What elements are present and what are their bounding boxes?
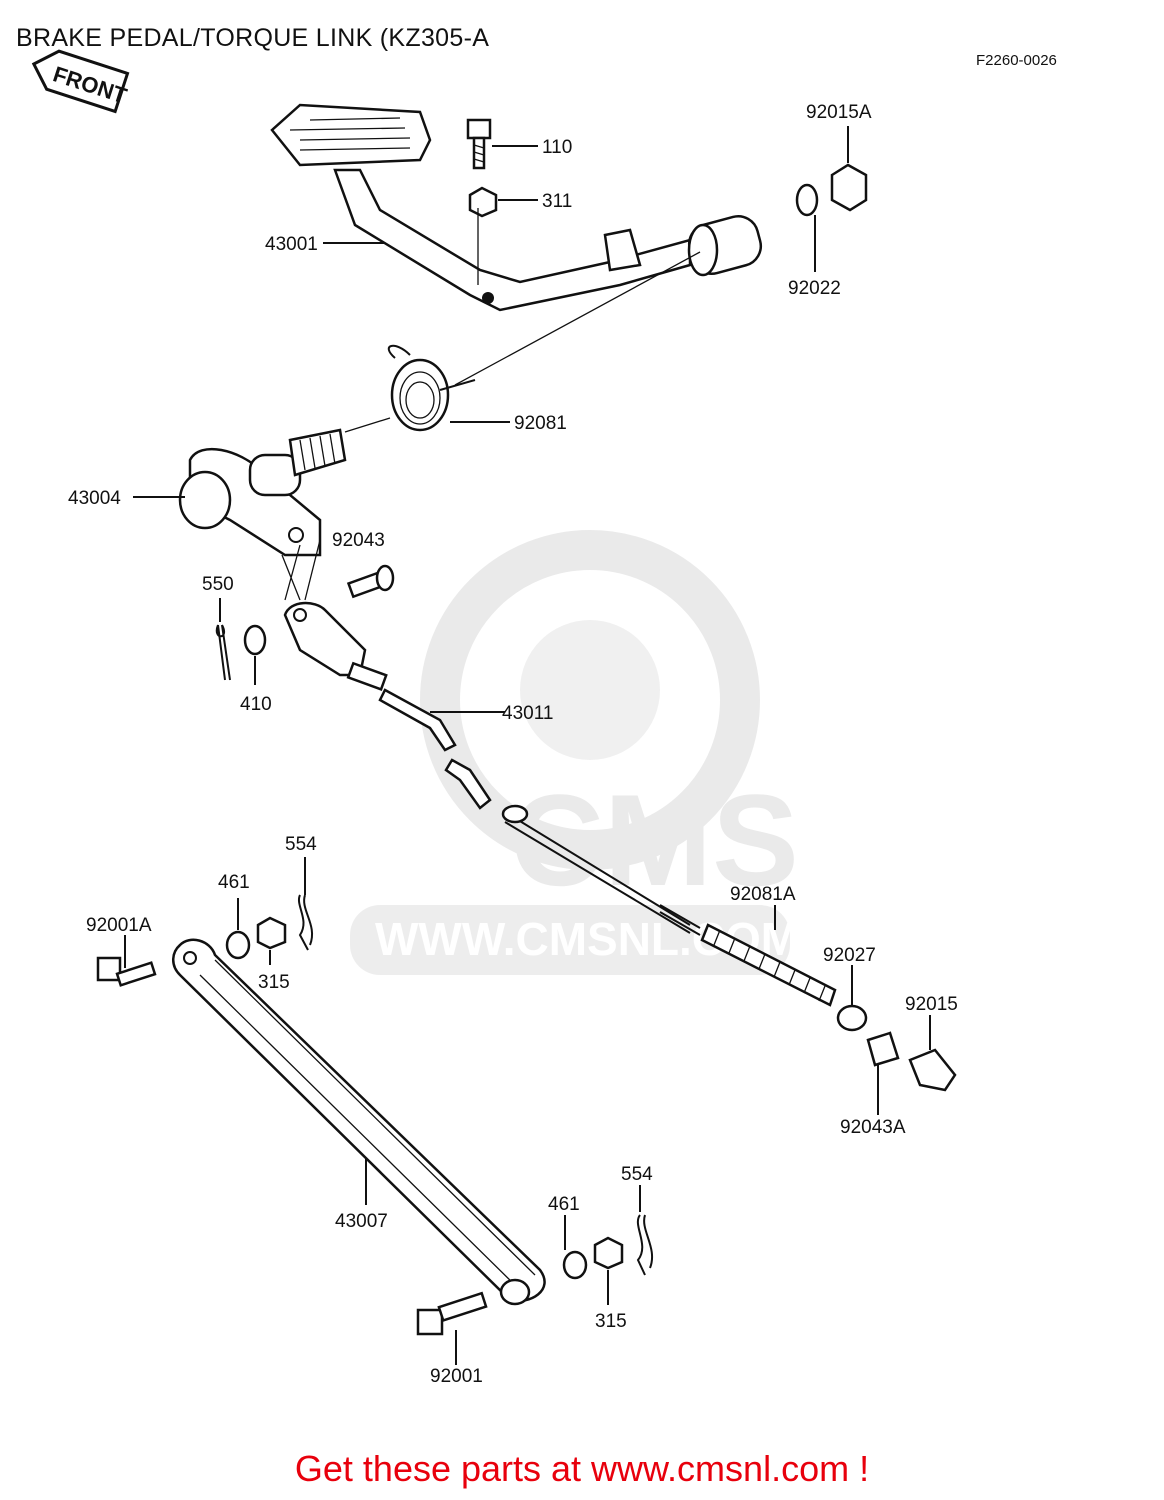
- spring-92081-icon: [387, 344, 476, 432]
- label-92043a: 92043A: [840, 1117, 906, 1138]
- label-43007: 43007: [335, 1211, 388, 1232]
- label-461-lower: 461: [548, 1194, 580, 1215]
- label-554-lower: 554: [621, 1164, 653, 1185]
- label-43004: 43004: [68, 488, 121, 509]
- label-43001: 43001: [265, 234, 318, 255]
- watermark-logo: CMS WWW.CMSNL.COM: [350, 530, 799, 975]
- label-311: 311: [542, 191, 572, 212]
- label-315-lower: 315: [595, 1311, 627, 1332]
- label-92022: 92022: [788, 278, 841, 299]
- figure-code: F2260-0026: [976, 52, 1057, 69]
- label-554-upper: 554: [285, 834, 317, 855]
- label-92001: 92001: [430, 1366, 483, 1387]
- spring-92081a-icon: [700, 923, 837, 1007]
- cotter-pin-550-icon: [215, 624, 231, 681]
- washer-410-icon: [243, 624, 267, 656]
- brake-rod: [378, 688, 701, 936]
- washer-92022-icon: [795, 183, 819, 217]
- nut-92015a-icon: [830, 163, 868, 212]
- label-92001a: 92001A: [86, 915, 152, 936]
- washer-92027-icon: [836, 1004, 868, 1032]
- nut-315b-icon: [593, 1236, 624, 1270]
- diagram-title: BRAKE PEDAL/TORQUE LINK (KZ305-A: [16, 24, 490, 52]
- label-43011: 43011: [502, 703, 553, 724]
- brake-pedal: [270, 103, 763, 312]
- footer-cta-link[interactable]: Get these parts at www.cmsnl.com !: [294, 1448, 870, 1489]
- bolt-92001-icon: [416, 1291, 488, 1336]
- label-92081a: 92081A: [730, 884, 796, 905]
- pin-92043-icon: [346, 564, 395, 599]
- bolt-110-icon: [466, 118, 492, 170]
- part-labels: 110 311 92015A 92022 43001 92081 43004 9…: [68, 102, 958, 1387]
- label-92015: 92015: [905, 994, 958, 1015]
- label-410: 410: [240, 694, 272, 715]
- label-550: 550: [202, 574, 234, 595]
- nut-315a-icon: [256, 916, 287, 950]
- bolt-92001a-icon: [96, 956, 157, 987]
- rod-clevis: [283, 601, 388, 691]
- label-110: 110: [542, 137, 572, 158]
- watermark-brand: CMS: [510, 767, 799, 913]
- label-315-upper: 315: [258, 972, 290, 993]
- label-92027: 92027: [823, 945, 876, 966]
- label-92043: 92043: [332, 530, 385, 551]
- front-arrow-icon: FRONT: [31, 49, 130, 114]
- collar-92043a-icon: [866, 1031, 900, 1067]
- torque-link: [172, 938, 546, 1306]
- label-461-upper: 461: [218, 872, 250, 893]
- leader-lines: [124, 126, 931, 1365]
- nut-311-icon: [468, 186, 498, 218]
- washer-461a-icon: [225, 930, 251, 960]
- label-92015a: 92015A: [806, 102, 872, 123]
- r-clip-554b-icon: [636, 1214, 653, 1276]
- nut-92015-icon: [908, 1048, 957, 1092]
- label-92081: 92081: [514, 413, 567, 434]
- washer-461b-icon: [562, 1250, 588, 1280]
- r-clip-554a-icon: [297, 894, 313, 951]
- brake-shaft-arm: [178, 428, 347, 557]
